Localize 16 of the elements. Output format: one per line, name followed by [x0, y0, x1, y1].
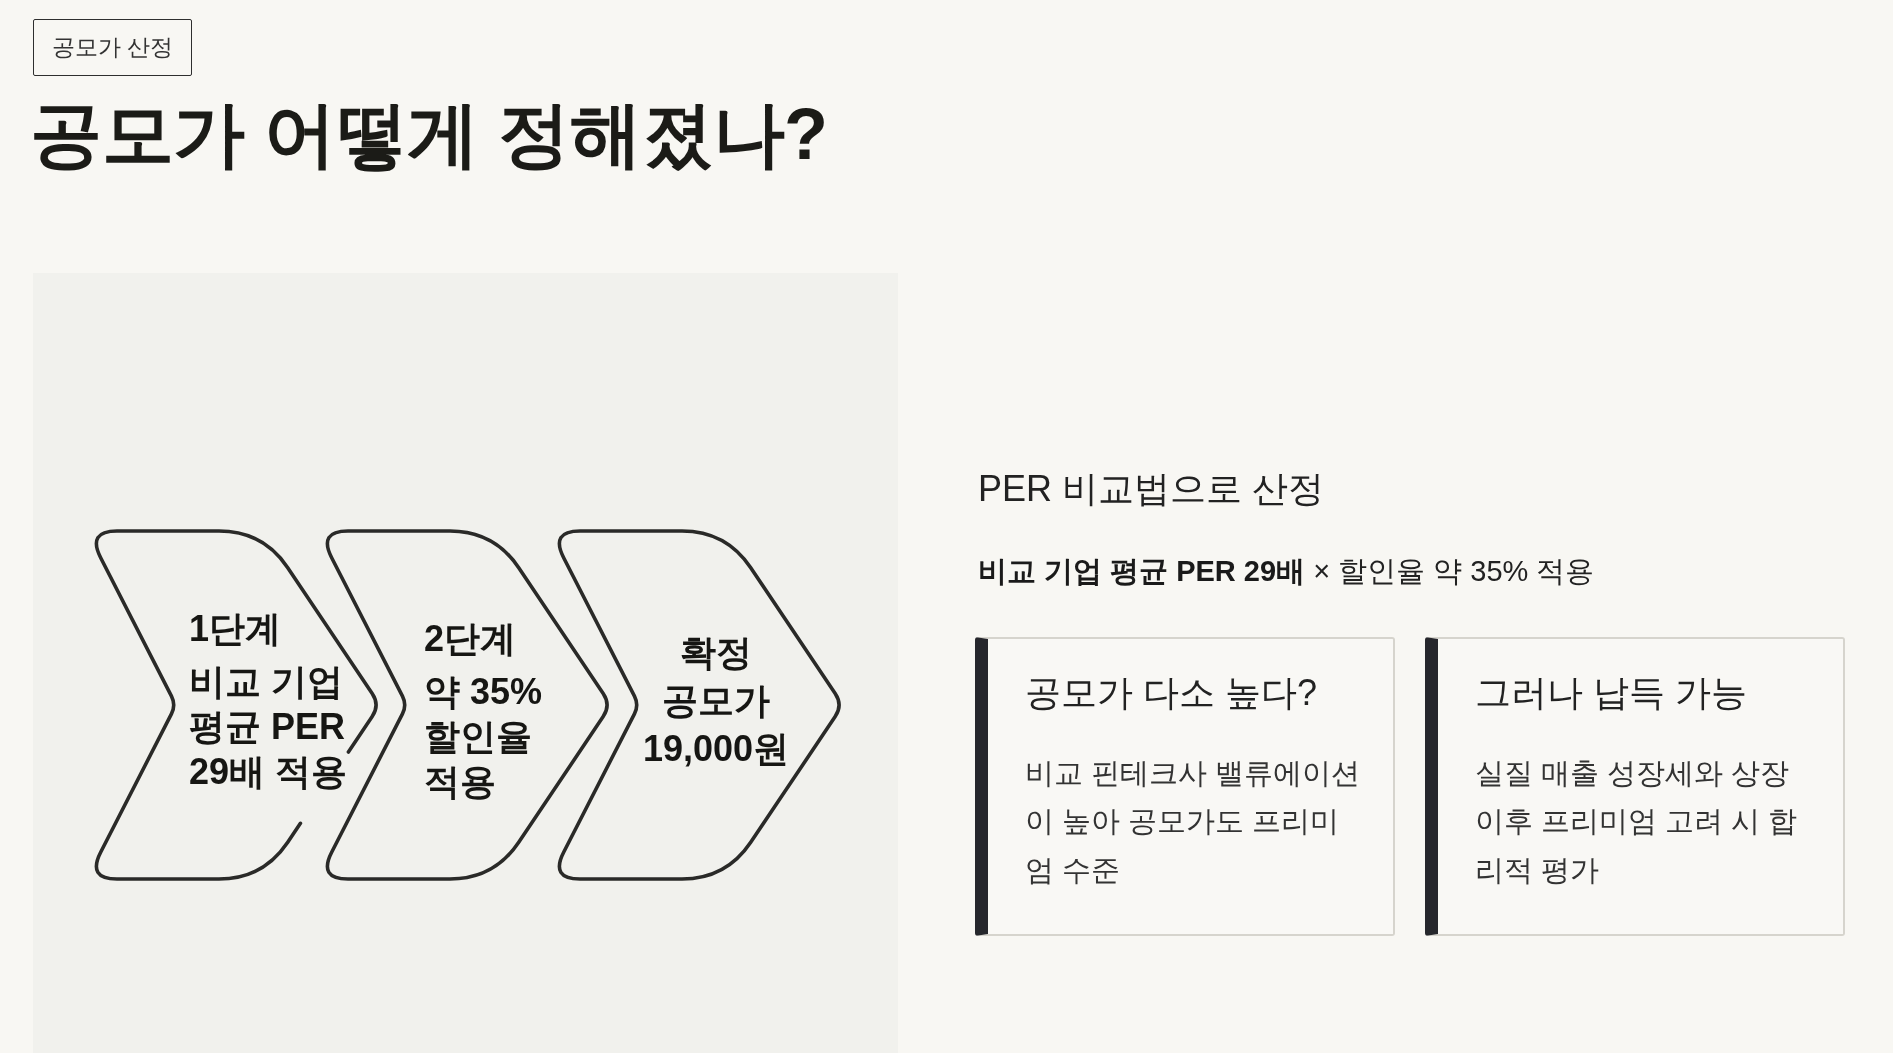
page-title: 공모가 어떻게 정해졌나?	[30, 93, 828, 176]
info-card	[1425, 637, 1845, 936]
card-heading: 공모가 다소 높다?	[1025, 671, 1319, 715]
step-text: 확정 공모가 19,000원	[642, 631, 790, 771]
card-text: 비교 핀테크사 밸류에이션이 높아 공모가도 프리미엄 수준	[1025, 755, 1362, 888]
step-text: 약 35% 할인율 적용	[424, 670, 544, 804]
step-title: 1단계	[189, 607, 283, 651]
info-card	[975, 637, 1395, 936]
step-text: 비교 기업 평균 PER 29배 적용	[189, 660, 349, 794]
card-text: 실질 매출 성장세와 상장 이후 프리미엄 고려 시 합리적 평가	[1475, 755, 1799, 888]
category-tag	[33, 19, 192, 76]
card-heading: 그러나 납득 가능	[1475, 671, 1748, 715]
section-heading: PER 비교법으로 산정	[978, 467, 1325, 511]
step-title: 2단계	[424, 617, 518, 661]
tag-text: 공모가 산정	[51, 33, 174, 62]
formula-text: 비교 기업 평균 PER 29배 × 할인율 약 35% 적용	[978, 554, 1595, 589]
